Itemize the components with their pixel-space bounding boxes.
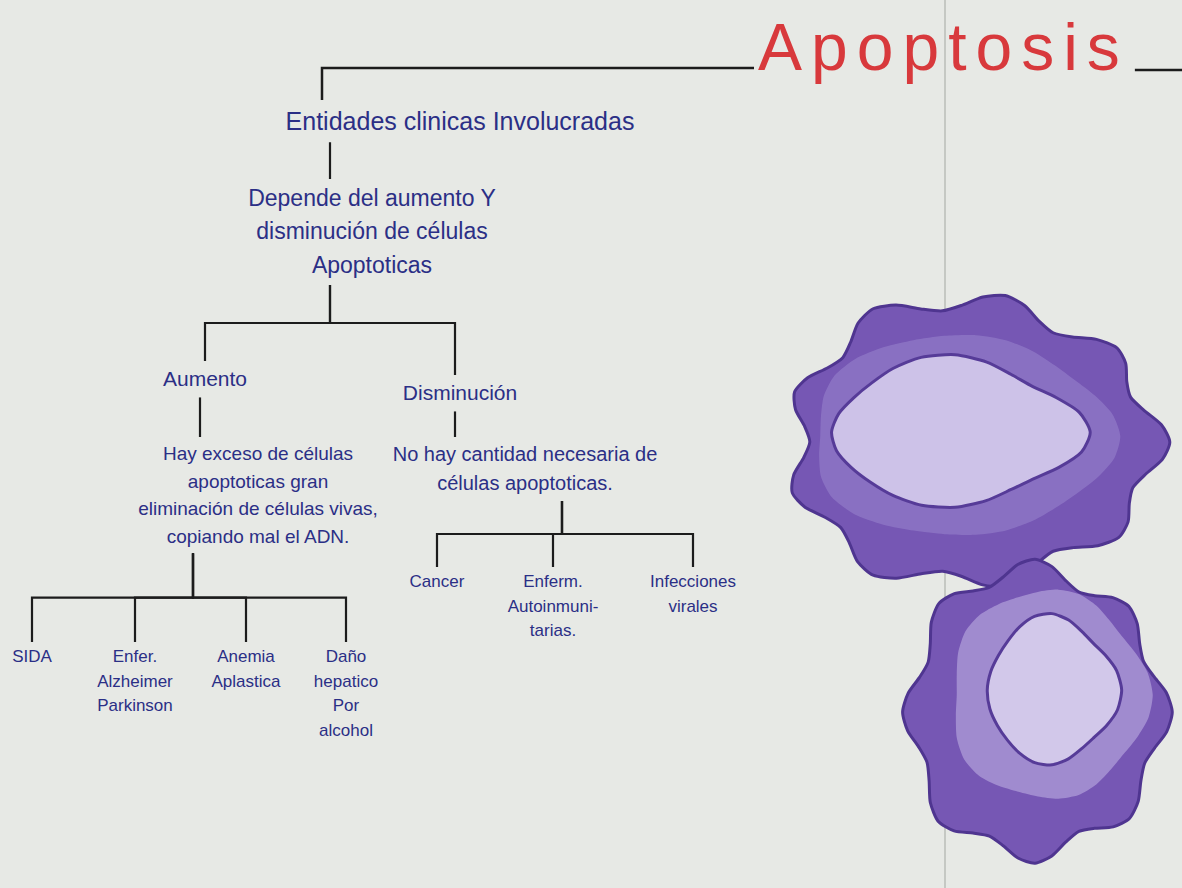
node-text: SIDA	[4, 645, 60, 670]
cell-cytoplasm	[819, 335, 1120, 535]
tree-connector	[205, 285, 330, 361]
node-text: Entidades clinicas Involucradas	[225, 103, 695, 139]
cell-nucleus	[987, 614, 1121, 765]
description-box: Hay exceso de células apoptoticas gran e…	[138, 440, 378, 550]
cell-drawing	[792, 295, 1172, 863]
tree-connector	[437, 501, 562, 567]
disease-item: Enfer. Alzheimer Parkinson	[89, 645, 181, 719]
title-line	[1135, 69, 1182, 72]
node-text: Enferm. Autoinmuni- tarias.	[500, 570, 606, 644]
node-text: Aumento	[135, 364, 275, 394]
node-text: No hay cantidad necesaria de células apo…	[385, 440, 665, 498]
tree-connector	[199, 397, 201, 437]
title: Apoptosis	[758, 14, 1129, 80]
tree-connector	[553, 501, 562, 567]
description-box: No hay cantidad necesaria de células apo…	[385, 440, 665, 498]
disease-item: Cancer	[397, 570, 477, 595]
cell-cytoplasm	[956, 590, 1153, 799]
tree-connector	[562, 501, 693, 567]
cell-membrane	[903, 559, 1173, 863]
disease-item: Infecciones virales	[638, 570, 748, 619]
node-text: Enfer. Alzheimer Parkinson	[89, 645, 181, 719]
node-text: Anemia Aplastica	[200, 645, 292, 694]
node-text: Depende del aumento Y disminución de cél…	[247, 182, 497, 282]
disease-item: SIDA	[4, 645, 60, 670]
branch-box: Aumento	[135, 364, 275, 394]
disease-item: Daño hepatico Por alcohol	[304, 645, 388, 744]
branch-box: Disminución	[380, 378, 540, 408]
tree-connector	[135, 553, 193, 642]
tree-connector	[32, 553, 193, 642]
tree-connector	[193, 553, 346, 642]
title-line	[322, 68, 754, 100]
tree-connector	[329, 142, 331, 179]
node-text: Infecciones virales	[638, 570, 748, 619]
disease-item: Anemia Aplastica	[200, 645, 292, 694]
root-box: Entidades clinicas Involucradas	[225, 103, 695, 139]
tree-connector	[454, 411, 456, 437]
cell-nucleus	[832, 355, 1091, 508]
concept-box: Depende del aumento Y disminución de cél…	[247, 182, 497, 282]
node-text: Disminución	[380, 378, 540, 408]
node-text: Hay exceso de células apoptoticas gran e…	[138, 440, 378, 550]
tree-connector	[330, 285, 455, 375]
cell-membrane	[792, 295, 1170, 587]
disease-item: Enferm. Autoinmuni- tarias.	[500, 570, 606, 644]
node-text: Cancer	[397, 570, 477, 595]
node-text: Daño hepatico Por alcohol	[304, 645, 388, 744]
